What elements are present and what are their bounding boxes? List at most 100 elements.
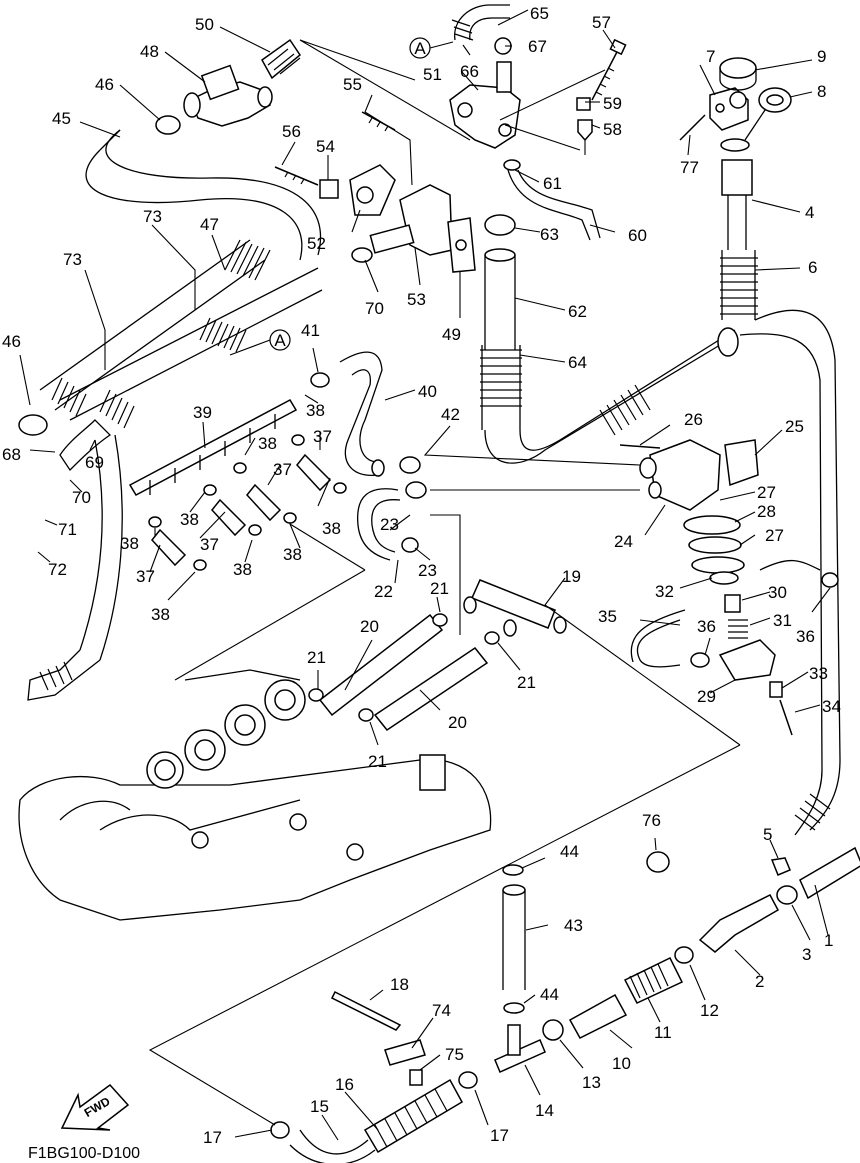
label-part-38h: 38 (151, 605, 170, 624)
label-part-31: 31 (773, 611, 792, 630)
label-part-21b: 21 (517, 673, 536, 692)
parts-drawing (18, 4, 860, 1163)
label-part-59: 59 (603, 94, 622, 113)
label-part-37b: 37 (200, 535, 219, 554)
part-48-valve (183, 64, 273, 127)
label-part-46b: 46 (2, 332, 21, 351)
part-50-bellow (261, 38, 302, 80)
part-4-filler-neck (721, 159, 753, 250)
label-part-35: 35 (598, 607, 617, 626)
label-part-27b: 27 (765, 526, 784, 545)
label-part-57: 57 (592, 13, 611, 32)
label-part-17b: 17 (203, 1128, 222, 1147)
label-part-44b: 44 (540, 985, 559, 1004)
label-part-3: 3 (802, 945, 811, 964)
label-part-9: 9 (817, 47, 826, 66)
label-part-68: 68 (2, 445, 21, 464)
diagram-code: F1BG100-D100 (28, 1145, 140, 1162)
label-part-20a: 20 (360, 617, 379, 636)
part-74-bracket (384, 1039, 426, 1066)
label-part-44a: 44 (560, 842, 579, 861)
label-part-5: 5 (763, 825, 772, 844)
part-27-gasket-lower (691, 556, 745, 574)
label-part-62: 62 (568, 302, 587, 321)
label-part-2: 2 (755, 972, 764, 991)
part-27-gasket-upper (683, 515, 741, 535)
label-part-41: 41 (301, 321, 320, 340)
clip-46-lower (18, 414, 48, 436)
label-part-38a: 38 (306, 401, 325, 420)
label-part-30: 30 (768, 583, 787, 602)
label-part-24: 24 (614, 532, 633, 551)
label-part-8: 8 (817, 82, 826, 101)
label-part-38d: 38 (120, 534, 139, 553)
part-18-tie (330, 990, 402, 1031)
part-52-clamp (349, 164, 396, 216)
ref-marker-a-middle: A (229, 329, 291, 356)
label-part-14: 14 (535, 1101, 554, 1120)
label-part-19: 19 (562, 567, 581, 586)
corrugated-hose-47 (51, 239, 271, 429)
label-part-25: 25 (785, 417, 804, 436)
label-part-7: 7 (706, 47, 715, 66)
label-part-32: 32 (655, 582, 674, 601)
part-76-grommet (646, 851, 670, 873)
part-20-hose-lower (373, 646, 489, 732)
label-part-23a: 23 (380, 515, 399, 534)
label-part-54: 54 (316, 137, 335, 156)
label-part-58: 58 (603, 120, 622, 139)
label-part-28: 28 (757, 502, 776, 521)
label-part-73a: 73 (143, 207, 162, 226)
label-part-33: 33 (809, 664, 828, 683)
part-6-bellow (720, 250, 758, 320)
label-part-47: 47 (200, 215, 219, 234)
label-part-11: 11 (654, 1023, 672, 1042)
label-part-23b: 23 (418, 561, 437, 580)
label-part-49: 49 (442, 325, 461, 344)
label-part-67: 67 (528, 37, 547, 56)
part-10-pipe (568, 993, 628, 1039)
label-part-17a: 17 (490, 1126, 509, 1145)
label-part-12: 12 (700, 1001, 719, 1020)
part-9-cap (719, 57, 757, 91)
svg-text:A: A (414, 39, 426, 58)
label-part-69: 69 (85, 453, 104, 472)
label-part-37a: 37 (136, 567, 155, 586)
label-part-60: 60 (628, 226, 647, 245)
label-part-37c: 37 (273, 460, 292, 479)
label-part-1: 1 (824, 931, 833, 950)
label-part-73b: 73 (63, 250, 82, 269)
label-part-38b: 38 (258, 434, 277, 453)
label-part-53: 53 (407, 290, 426, 309)
part-64-bellow (480, 345, 522, 430)
label-part-70a: 70 (365, 299, 384, 318)
label-part-36b: 36 (796, 627, 815, 646)
leader-lines (19, 9, 831, 1141)
part-14-t-joint (494, 1039, 546, 1073)
label-part-38f: 38 (283, 545, 302, 564)
exhaust-manifold (18, 669, 492, 921)
label-part-48: 48 (140, 42, 159, 61)
label-part-6: 6 (808, 258, 817, 277)
part-1-pipe (799, 846, 860, 900)
label-part-52: 52 (307, 234, 326, 253)
label-part-75: 75 (445, 1045, 464, 1064)
label-part-71: 71 (58, 520, 77, 539)
label-part-63: 63 (540, 225, 559, 244)
label-part-43: 43 (564, 916, 583, 935)
label-part-56: 56 (282, 122, 301, 141)
label-part-20b: 20 (448, 713, 467, 732)
label-part-77: 77 (680, 158, 699, 177)
part-11-bellow (623, 956, 684, 1004)
part-24-housing (639, 439, 721, 511)
label-part-13: 13 (582, 1073, 601, 1092)
part-8-lid (744, 87, 792, 141)
ref-marker-a-top: A (409, 37, 454, 59)
part-16-bellow (363, 1078, 464, 1154)
part-63-clamp (484, 214, 516, 236)
label-part-36a: 36 (697, 617, 716, 636)
label-part-39: 39 (193, 403, 212, 422)
label-part-16: 16 (335, 1075, 354, 1094)
part-62-pipe (484, 248, 516, 350)
label-part-61: 61 (543, 174, 562, 193)
